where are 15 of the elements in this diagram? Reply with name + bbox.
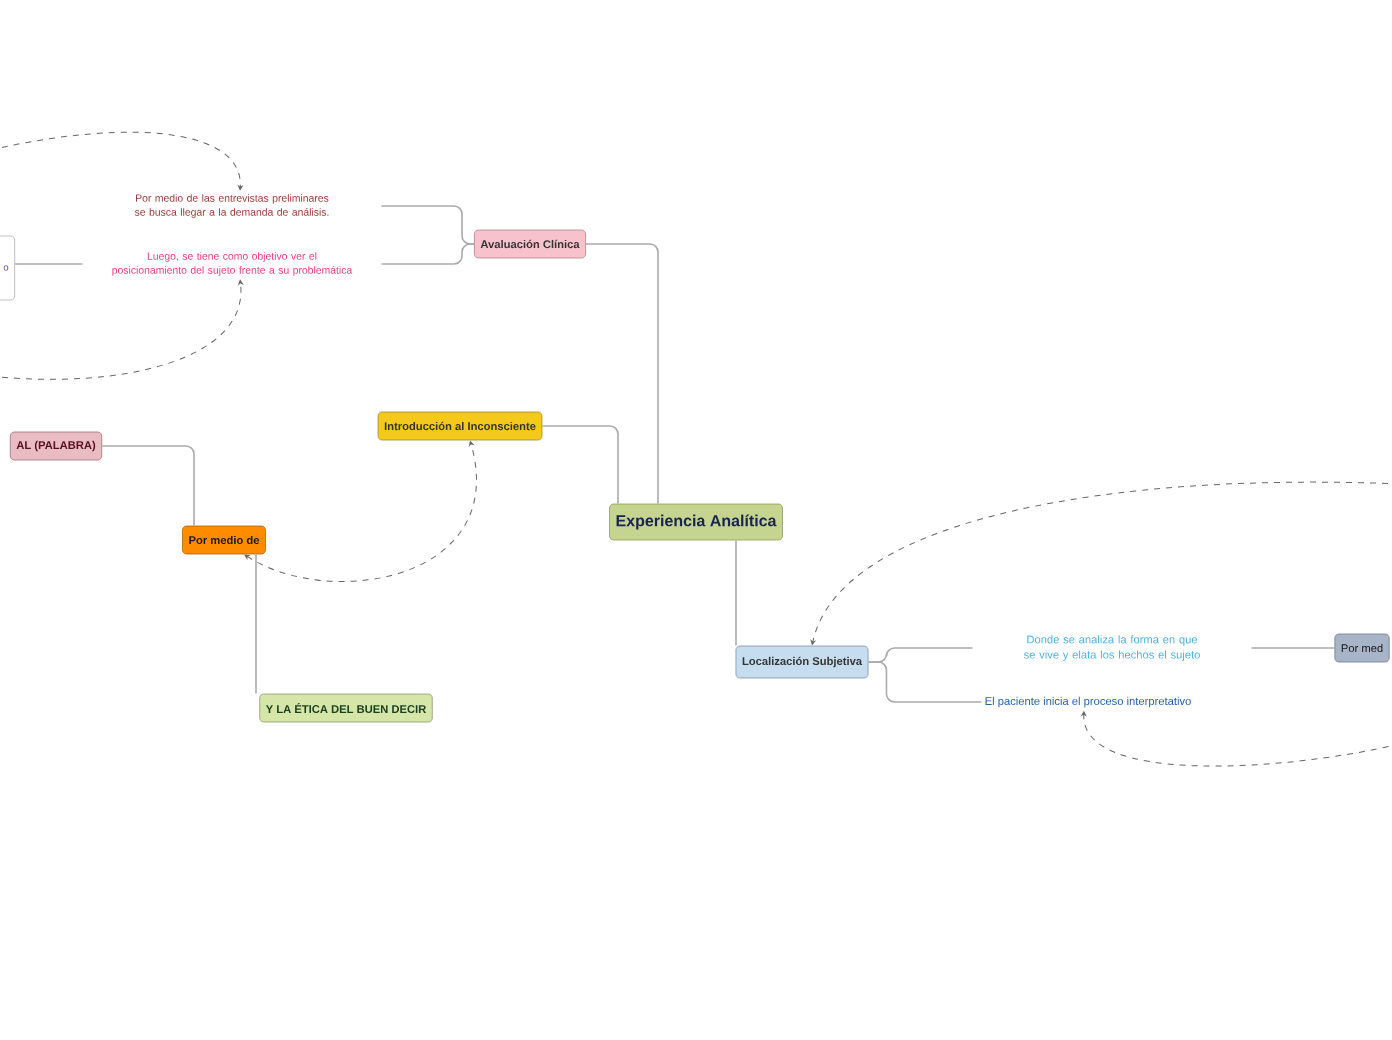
connector-line	[541, 425, 619, 505]
connector-line	[867, 661, 983, 703]
relationship-arrow	[1081, 711, 1392, 767]
connector-line	[1250, 647, 1336, 649]
connector-line	[380, 243, 475, 265]
relationship-arrow	[810, 481, 1392, 645]
central-topic-box: Experiencia Analítica	[609, 503, 783, 541]
connector-line	[101, 445, 195, 527]
connector-line	[255, 553, 257, 695]
relationship-arrow	[0, 131, 243, 191]
connector-line	[14, 263, 84, 265]
connector-line	[735, 539, 737, 647]
connector-line	[585, 243, 659, 505]
relationship-arrow	[0, 279, 243, 380]
relationship-arrow	[244, 441, 477, 582]
